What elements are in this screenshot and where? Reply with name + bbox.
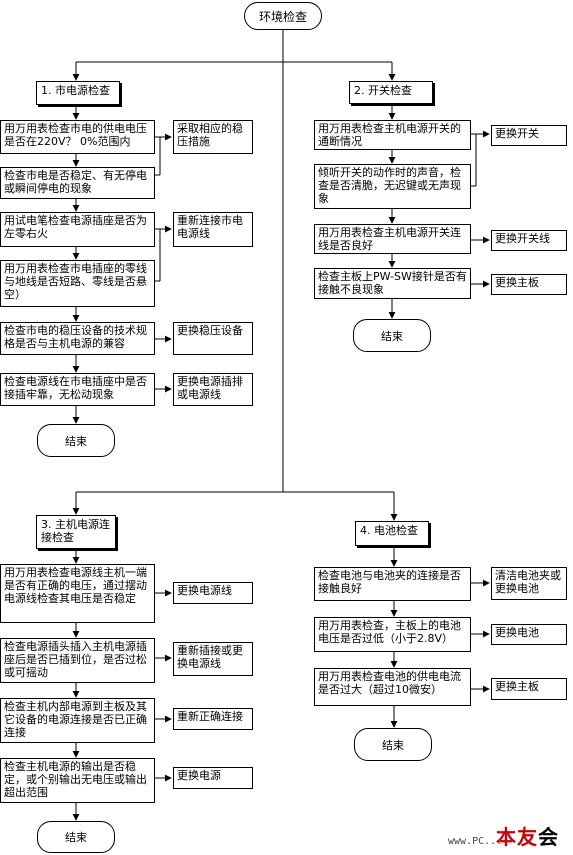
s1-action-6: 更换电源插排或电源线 bbox=[173, 373, 253, 406]
s3-action-1: 更换电源线 bbox=[173, 582, 253, 604]
root-label: 环境检查 bbox=[258, 9, 307, 24]
s1-action-3: 重新连接市电电源线 bbox=[173, 212, 253, 247]
s4-action-3: 更换主板 bbox=[491, 678, 567, 700]
s3-step-2: 检查电源插头插入主机电源插座后是否已插到位，是否过松或可摇动 bbox=[0, 638, 155, 683]
s3-action-2: 重新插接或更换电源线 bbox=[173, 642, 253, 676]
s2-step-1: 用万用表检查主机电源开关的通断情况 bbox=[314, 120, 471, 150]
s4-step-1: 检查电池与电池夹的连接是否接触良好 bbox=[314, 567, 471, 601]
s2-action-1: 更换开关 bbox=[491, 125, 567, 146]
s2-end: 结束 bbox=[353, 319, 431, 352]
s3-action-3: 重新正确连接 bbox=[173, 708, 253, 730]
s3-action-4: 更换电源 bbox=[173, 767, 253, 789]
s2-end-label: 结束 bbox=[381, 329, 403, 343]
s1-step-2: 检查市电是否稳定、有无停电或瞬间停电的现象 bbox=[0, 167, 155, 199]
s4-end-label: 结束 bbox=[382, 738, 404, 752]
s4-action-1: 清洁电池夹或更换电池 bbox=[491, 567, 567, 600]
section-4-heading: 4. 电池检查 bbox=[355, 521, 429, 546]
watermark-logo-c: 会 bbox=[538, 825, 559, 849]
s1-action-1: 采取相应的稳压措施 bbox=[173, 120, 253, 154]
s3-end-label: 结束 bbox=[65, 831, 87, 844]
s2-step-2: 倾听开关的动作时的声音，检查是否清脆，无迟键或无声现象 bbox=[314, 164, 471, 209]
s1-end: 结束 bbox=[37, 424, 115, 457]
s3-step-3: 检查主机内部电源到主板及其它设备的电源连接是否已正确连接 bbox=[0, 698, 155, 743]
s4-end: 结束 bbox=[354, 728, 432, 761]
s2-step-3: 用万用表检查主机电源开关连线是否良好 bbox=[314, 224, 471, 254]
watermark-logo-a: 本 bbox=[496, 825, 517, 849]
s4-action-2: 更换电池 bbox=[491, 624, 567, 645]
s1-step-1: 用万用表检查市电的供电电压是否在220V？ 0%范围内 bbox=[0, 120, 155, 154]
s2-action-4: 更换主板 bbox=[491, 274, 567, 295]
watermark-url: www.PC... bbox=[448, 836, 503, 847]
s1-step-4: 用万用表检查市电插座的零线与地线是否短路、零线是否悬空） bbox=[0, 260, 155, 307]
s1-step-6: 检查电源线在市电插座中是否接插牢靠，无松动现象 bbox=[0, 373, 155, 406]
watermark-logo: 本友会 bbox=[496, 821, 568, 849]
s1-step-3: 用试电笔检查电源插座是否为左零右火 bbox=[0, 212, 155, 247]
section-2-heading: 2. 开关检查 bbox=[349, 81, 433, 104]
s1-end-label: 结束 bbox=[65, 434, 87, 448]
s4-step-3: 用万用表检查电池的供电电流是否过大（超过10微安） bbox=[314, 668, 471, 706]
s2-action-3: 更换开关线 bbox=[491, 230, 567, 251]
section-3-heading: 3. 主机电源连接检查 bbox=[36, 515, 116, 549]
root-node: 环境检查 bbox=[244, 2, 322, 30]
s1-action-5: 更换稳压设备 bbox=[173, 322, 253, 355]
s4-step-2: 用万用表检查，主板上的电池电压是否过低（小于2.8V） bbox=[314, 617, 471, 652]
s2-step-4: 检查主板上PW-SW接针是否有接触不良现象 bbox=[314, 268, 471, 299]
s3-step-1: 用万用表检查电源线主机一端是否有正确的电压，通过摆动电源线检查其电压是否稳定 bbox=[0, 564, 155, 623]
s1-step-5: 检查市电的稳压设备的技术规格是否与主机电源的兼容 bbox=[0, 322, 155, 355]
s3-step-4: 检查主机电源的输出是否稳定，或个别输出无电压或输出超出范围 bbox=[0, 758, 155, 803]
section-1-heading: 1. 市电源检查 bbox=[36, 81, 120, 105]
watermark-logo-b: 友 bbox=[517, 825, 538, 849]
s3-end: 结束 bbox=[37, 821, 115, 853]
